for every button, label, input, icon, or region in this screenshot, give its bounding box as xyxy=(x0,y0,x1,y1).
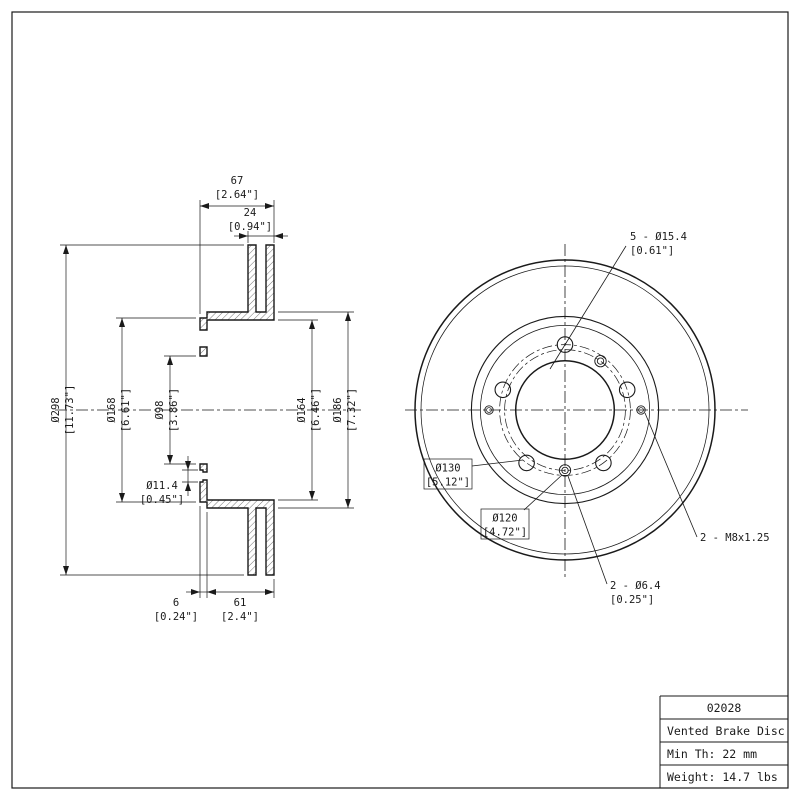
m8-hole xyxy=(484,405,494,415)
outer-chamfer-circle xyxy=(420,265,710,555)
front-view: 5 - Ø15.4 [0.61"] Ø130 [5.12"] Ø120 [4.7… xyxy=(405,231,770,606)
dim-outer-diameter: Ø298 [11.73"] xyxy=(50,244,244,576)
outer-diameter-circle xyxy=(414,259,716,561)
dim-rotor-thickness-mm: 24 xyxy=(244,207,257,219)
dim-hat-face-diameter-mm: Ø168 xyxy=(106,397,118,422)
callout-bcd130-in: [5.12"] xyxy=(426,477,470,489)
dim-hat-depth-in: [2.4"] xyxy=(221,611,259,623)
section-view: 67 [2.64"] 24 [0.94"] Ø298 [11.73"] Ø168… xyxy=(50,175,362,623)
min-thickness: Min Th: 22 mm xyxy=(667,747,757,761)
screw-hole-countersink xyxy=(558,464,572,477)
callout-screw-holes: 2 - Ø6.4 [0.25"] xyxy=(567,475,661,606)
dim-counterbore-mm: Ø11.4 xyxy=(146,480,178,492)
dim-face-thickness: 6 [0.24"] 61 [2.4"] xyxy=(154,506,275,623)
hat-outer-circle xyxy=(470,315,660,505)
callout-screw-line2: [0.25"] xyxy=(610,594,654,606)
dim-hat-inner-diameter-in: [6.46"] xyxy=(310,388,322,432)
lug-holes xyxy=(494,336,636,472)
dim-hat-outer-diameter-in: [7.32"] xyxy=(346,388,358,432)
m8-thread xyxy=(638,407,644,413)
callout-lug-holes: 5 - Ø15.4 [0.61"] xyxy=(549,231,687,370)
dim-face-thickness-mm: 6 xyxy=(173,597,179,609)
callout-lug-line1: 5 - Ø15.4 xyxy=(630,231,687,243)
callout-m8-line1: 2 - M8x1.25 xyxy=(700,532,770,544)
rotor-section-bottom xyxy=(199,463,275,576)
dim-overall-width-mm: 67 xyxy=(231,175,244,187)
screw-hole xyxy=(596,357,605,365)
lug-hole xyxy=(494,381,512,399)
dim-center-bore-mm: Ø98 xyxy=(154,401,166,420)
bcd130-frame xyxy=(423,458,473,490)
dim-center-bore-in: [3.86"] xyxy=(168,388,180,432)
dim-rotor-thickness-in: [0.94"] xyxy=(228,221,272,233)
bcd130-leader-line xyxy=(471,459,524,467)
screw-leader-line xyxy=(567,475,608,585)
callout-m8-holes: 2 - M8x1.25 xyxy=(644,412,770,544)
callout-screw-line1: 2 - Ø6.4 xyxy=(610,580,661,592)
center-bore-circle xyxy=(514,359,616,461)
dim-rotor-thickness: 24 [0.94"] xyxy=(228,207,288,243)
lug-hole xyxy=(556,336,574,353)
service-thread-holes xyxy=(484,405,646,415)
dim-overall-width: 67 [2.64"] xyxy=(199,175,275,314)
lug-hole xyxy=(595,454,612,472)
callout-bcd130-mm: Ø130 xyxy=(435,463,460,475)
dim-hat-inner-diameter-mm: Ø164 xyxy=(296,397,308,422)
dim-hat-outer-diameter-mm: Ø186 xyxy=(332,397,344,422)
screw-hole-countersink xyxy=(594,354,607,368)
part-name: Vented Brake Disc xyxy=(667,724,785,738)
callout-lug-line2: [0.61"] xyxy=(630,245,674,257)
bcd120-frame xyxy=(480,508,530,540)
retaining-screw-holes xyxy=(558,354,607,477)
rotor-section-top xyxy=(199,244,275,357)
screw-hole xyxy=(561,466,569,475)
dim-hat-face-diameter: Ø168 [6.61"] xyxy=(106,317,196,503)
screw-bolt-circle xyxy=(504,349,626,471)
m8-leader-line xyxy=(644,412,698,538)
dim-counterbore-in: [0.45"] xyxy=(140,494,184,506)
callout-bcd120-mm: Ø120 xyxy=(492,513,517,525)
dim-hat-inner-diameter: Ø164 [6.46"] xyxy=(278,319,322,501)
dim-outer-diameter-mm: Ø298 xyxy=(50,397,62,422)
part-number: 02028 xyxy=(707,701,742,715)
lug-hole xyxy=(518,454,535,472)
bcd120-leader-line xyxy=(523,474,563,511)
title-block-grid xyxy=(659,695,788,788)
title-block: 02028 Vented Brake Disc Min Th: 22 mm We… xyxy=(659,695,788,788)
hat-face-circle xyxy=(480,325,650,495)
m8-thread xyxy=(486,407,492,413)
dim-counterbore: Ø11.4 [0.45"] xyxy=(140,456,198,506)
callout-bcd120-in: [4.72"] xyxy=(483,527,527,539)
m8-hole xyxy=(636,405,646,415)
lug-hole xyxy=(618,381,636,399)
dim-face-thickness-in: [0.24"] xyxy=(154,611,198,623)
callout-bolt-circle-130: Ø130 [5.12"] xyxy=(423,458,524,490)
dim-hat-outer-diameter: Ø186 [7.32"] xyxy=(278,311,358,509)
dim-hat-face-diameter-in: [6.61"] xyxy=(120,388,132,432)
callout-screw-circle-120: Ø120 [4.72"] xyxy=(480,474,563,540)
dim-hat-depth-mm: 61 xyxy=(234,597,247,609)
sheet-border xyxy=(11,11,789,789)
dim-outer-diameter-in: [11.73"] xyxy=(64,385,76,436)
weight: Weight: 14.7 lbs xyxy=(667,770,778,784)
dim-overall-width-in: [2.64"] xyxy=(215,189,259,201)
lug-leader-line xyxy=(549,245,627,370)
